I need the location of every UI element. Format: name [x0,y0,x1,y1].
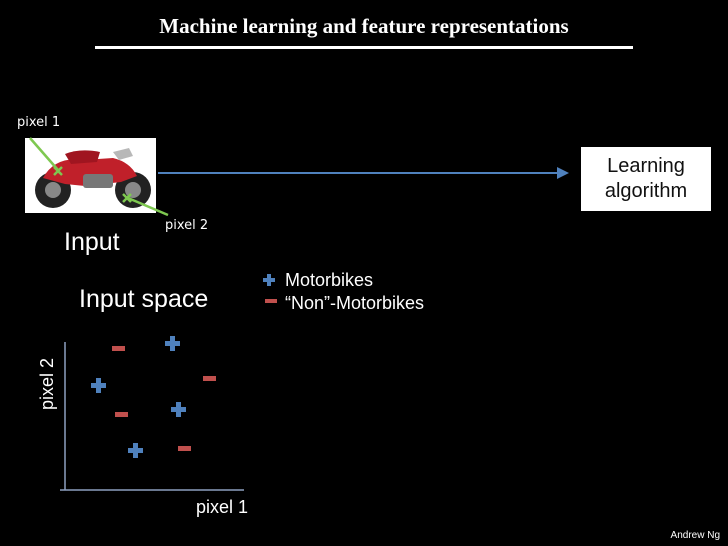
pixel1-pointer [29,137,59,171]
pixel2-pointer [127,196,169,217]
y-axis-label: pixel 2 [37,357,57,410]
legend-positive-icon [263,274,275,286]
positive-point [171,402,186,417]
motorbike-icon [35,148,151,208]
pixel1-label: pixel 1 [17,115,61,130]
slide-title: Machine learning and feature representat… [159,14,569,38]
negative-point [203,376,216,381]
positive-point [128,443,143,458]
pixel2-label: pixel 2 [165,218,209,233]
learning-algorithm-box: Learning algorithm [581,147,711,211]
legend-negative-icon [265,299,277,303]
footer-credit: Andrew Ng [670,530,720,541]
negative-point [112,346,125,351]
x-axis-label: pixel 1 [196,497,249,517]
legend-negative-label: “Non”-Motorbikes [285,293,425,313]
learning-box-line1: Learning [607,155,685,177]
pixel1-marker [53,166,63,176]
arrow-head [557,167,569,179]
motorbike-image [25,138,156,213]
pixel2-marker [122,193,132,203]
title-underline [95,46,633,49]
negative-point [178,446,191,451]
positive-point [91,378,106,393]
learning-box-line2: algorithm [604,180,688,202]
negative-point [115,412,128,417]
input-space-label: Input space [79,285,209,313]
positive-point [165,336,180,351]
input-label: Input [64,228,120,256]
legend-positive-label: Motorbikes [285,270,374,290]
